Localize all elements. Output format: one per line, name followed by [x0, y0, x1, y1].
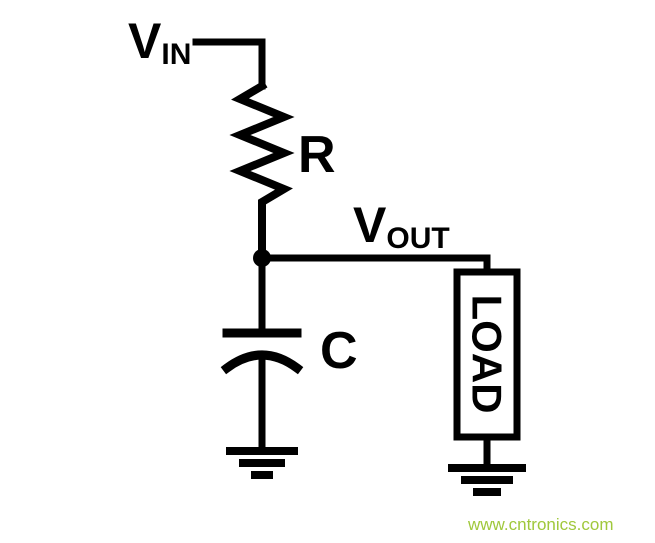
vout-label: VOUT: [353, 197, 450, 255]
load-ground-symbol: [448, 464, 526, 496]
junction-node-dot: [253, 249, 271, 267]
circuit-strokes: [192, 38, 526, 496]
vout-label-main: V: [353, 197, 387, 253]
resistor-symbol: [229, 80, 295, 262]
vin-label-subscript: IN: [161, 38, 191, 71]
capacitor-ground-symbol: [226, 447, 298, 479]
vout-wire: [258, 254, 491, 276]
vin-label: VIN: [128, 13, 191, 71]
load-label: LOAD: [464, 295, 511, 414]
vin-label-main: V: [128, 13, 162, 69]
vin-wire: [192, 38, 266, 90]
resistor-label: R: [298, 126, 336, 184]
watermark: www.cntronics.com: [467, 515, 613, 534]
vout-label-subscript: OUT: [386, 222, 449, 255]
capacitor-label: C: [320, 322, 358, 380]
